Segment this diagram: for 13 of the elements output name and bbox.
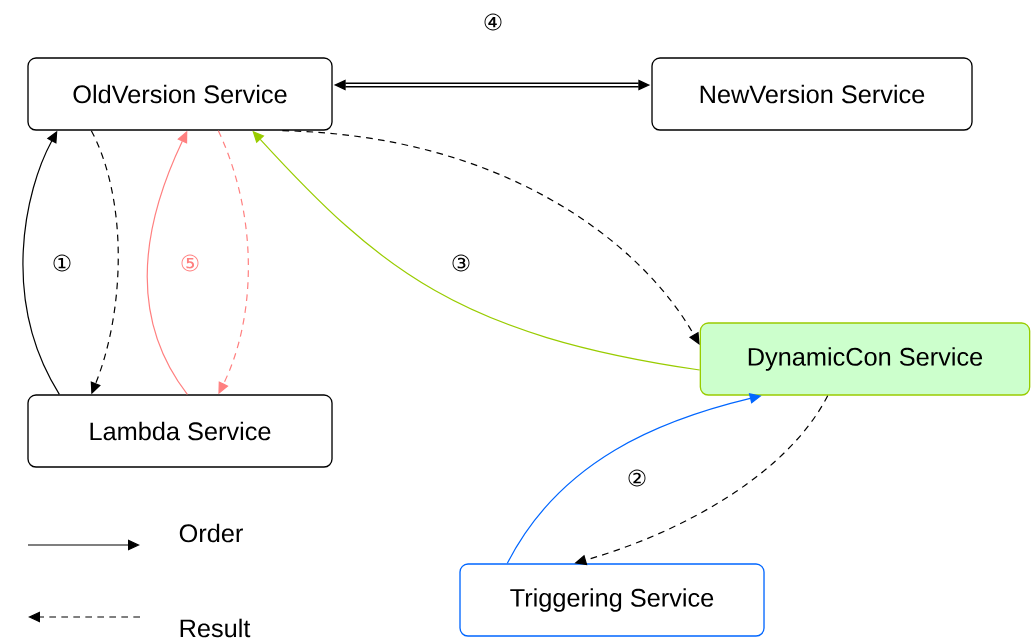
step-number: ② xyxy=(628,469,646,487)
service-box: Triggering Service xyxy=(459,563,765,637)
service-box: DynamicCon Service xyxy=(699,322,1031,396)
legend-label: Order xyxy=(179,523,243,543)
step-number: ⑤ xyxy=(181,254,199,272)
step-number: ① xyxy=(53,254,71,272)
service-box: NewVersion Service xyxy=(651,57,973,131)
step-number: ③ xyxy=(452,254,470,272)
service-box: Lambda Service xyxy=(27,394,333,468)
legend-label: Result xyxy=(180,618,251,638)
arrow xyxy=(281,130,700,345)
step-number: ④ xyxy=(484,13,502,31)
service-box: OldVersion Service xyxy=(27,57,333,131)
